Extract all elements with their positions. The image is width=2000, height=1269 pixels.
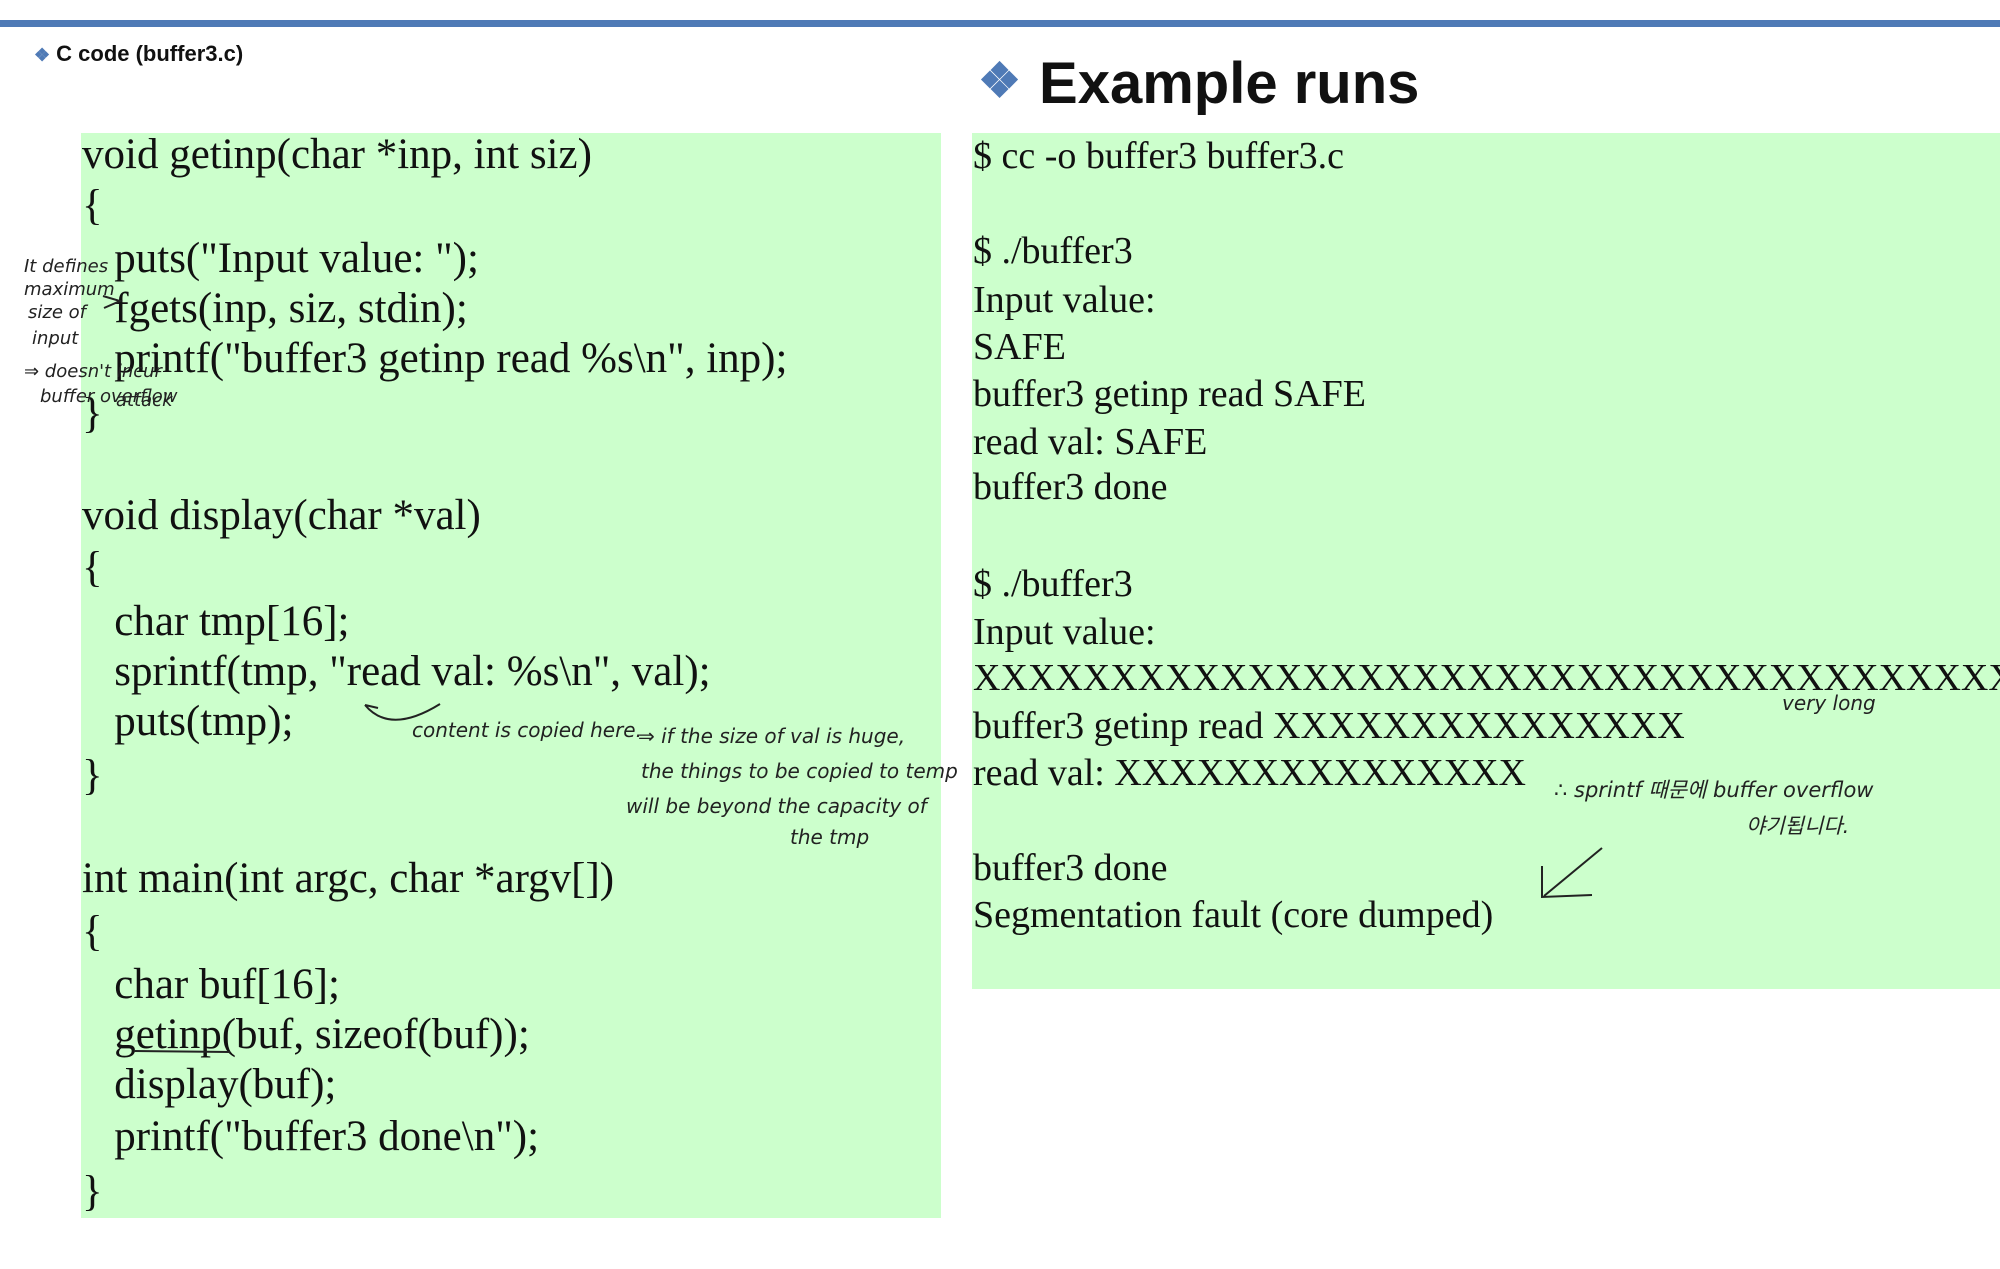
example-runs-title: ❖ Example runs [978, 50, 1419, 117]
code-line-8: { [82, 544, 103, 591]
note-defines-line-6: buffer overflow [40, 386, 178, 407]
code-line-14: { [82, 908, 103, 955]
run-line-10: XXXXXXXXXXXXXXXXXXXXXXXXXXXXXXXXXXXXXX [973, 657, 2000, 699]
run-line-12: read val: XXXXXXXXXXXXXXX [973, 752, 1527, 794]
code-section-title-text: C code (buffer3.c) [56, 41, 244, 66]
run-line-8: $ ./buffer3 [973, 563, 1133, 605]
code-line-1: void getinp(char *inp, int siz) [82, 131, 592, 178]
code-line-13: int main(int argc, char *argv[]) [82, 855, 615, 902]
note-sprintf-line-1: ∴ sprintf 때문에 buffer overflow [1554, 778, 1874, 802]
note-defines-line-7: attack [116, 390, 173, 411]
note-val-line-1: ⇒ if the size of val is huge, [638, 724, 906, 748]
code-line-6: } [82, 390, 103, 437]
run-line-4: SAFE [973, 326, 1066, 368]
run-line-14: Segmentation fault (core dumped) [973, 894, 1494, 936]
code-line-4: fgets(inp, siz, stdin); [82, 285, 468, 332]
note-sprintf-line-2: 야기됩니다. [1746, 814, 1850, 838]
note-defines-line-4: input [32, 328, 79, 349]
code-line-17: display(buf); [82, 1061, 337, 1108]
top-divider [0, 20, 2000, 27]
runs-panel [972, 133, 2000, 989]
note-defines-line-5: ⇒ doesn't incur [24, 361, 162, 382]
code-line-5: printf("buffer3 getinp read %s\n", inp); [82, 335, 788, 382]
note-val-line-2: the things to be copied to temp [641, 759, 958, 783]
code-panel [81, 133, 941, 1218]
note-defines-line-1: It defines [24, 256, 109, 277]
diamond-bullet-icon: ❖ [978, 55, 1022, 108]
note-defines-line-2: maximum [24, 279, 115, 300]
run-line-3: Input value: [973, 279, 1156, 321]
run-line-5: buffer3 getinp read SAFE [973, 373, 1366, 415]
code-section-title: ❖C code (buffer3.c) [34, 41, 243, 67]
note-val-line-4: the tmp [790, 825, 870, 849]
code-line-19: } [82, 1168, 103, 1215]
code-line-3: puts("Input value: "); [82, 235, 479, 282]
note-copied-here: content is copied here. [412, 718, 642, 742]
note-very-long: very long [1782, 691, 1876, 715]
note-defines-line-3: size of [28, 302, 86, 323]
code-line-2: { [82, 182, 103, 229]
code-line-11: puts(tmp); [82, 698, 294, 745]
run-line-6: read val: SAFE [973, 421, 1208, 463]
note-val-line-3: will be beyond the capacity of [626, 794, 927, 818]
code-line-16: getinp(buf, sizeof(buf)); [82, 1011, 530, 1058]
run-line-13: buffer3 done [973, 847, 1168, 889]
code-line-10: sprintf(tmp, "read val: %s\n", val); [82, 648, 711, 695]
run-line-1: $ cc -o buffer3 buffer3.c [973, 135, 1345, 177]
code-line-18: printf("buffer3 done\n"); [82, 1113, 540, 1160]
run-line-7: buffer3 done [973, 466, 1168, 508]
example-runs-title-text: Example runs [1039, 51, 1420, 116]
code-line-12: } [82, 752, 103, 799]
code-line-15: char buf[16]; [82, 961, 340, 1008]
code-line-7: void display(char *val) [82, 492, 481, 539]
run-line-9: Input value: [973, 611, 1156, 653]
run-line-2: $ ./buffer3 [973, 230, 1133, 272]
diamond-bullet-icon: ❖ [34, 45, 51, 65]
code-line-9: char tmp[16]; [82, 598, 350, 645]
run-line-11: buffer3 getinp read XXXXXXXXXXXXXXX [973, 705, 1685, 747]
